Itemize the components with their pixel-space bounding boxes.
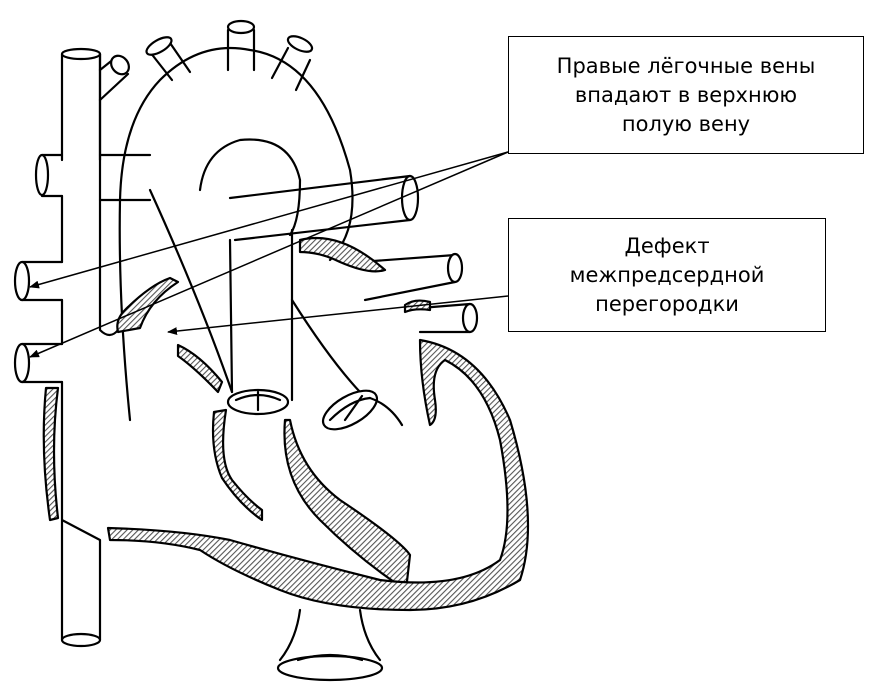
pulmonary-trunk — [150, 190, 360, 400]
callout-2-line-2: межпредсердной — [509, 261, 825, 290]
interventricular-septum — [213, 410, 262, 520]
pointer-line-lower-vein — [30, 152, 508, 357]
pointer-line-septal-defect — [168, 296, 508, 332]
callout-1-line-3: полую вену — [509, 110, 863, 139]
inferior-vessel — [278, 610, 382, 680]
septum-lower-segment — [178, 345, 222, 392]
ventricle-outer-wall — [108, 340, 528, 610]
semilunar-valve-left — [228, 390, 288, 414]
brachiocephalic-vessel — [100, 52, 133, 100]
semilunar-valve-right — [317, 383, 402, 437]
aortic-arch — [120, 21, 353, 420]
pulmonary-artery — [100, 155, 418, 240]
pointer-line-upper-vein — [30, 152, 508, 287]
left-atrial-wall — [300, 238, 385, 271]
septal-defect-callout: Дефект межпредсердной перегородки — [508, 218, 826, 332]
callout-2-line-3: перегородки — [509, 290, 825, 319]
vena-cava — [62, 49, 118, 646]
pulmonary-veins-callout: Правые лёгочные вены впадают в верхнюю п… — [508, 36, 864, 154]
callout-2-line-1: Дефект — [509, 232, 825, 261]
callout-1-line-1: Правые лёгочные вены — [509, 52, 863, 81]
azygos-vein — [36, 155, 62, 196]
right-atrial-wall — [44, 388, 58, 520]
callout-1-line-2: впадают в верхнюю — [509, 81, 863, 110]
atrial-septum — [117, 278, 178, 332]
